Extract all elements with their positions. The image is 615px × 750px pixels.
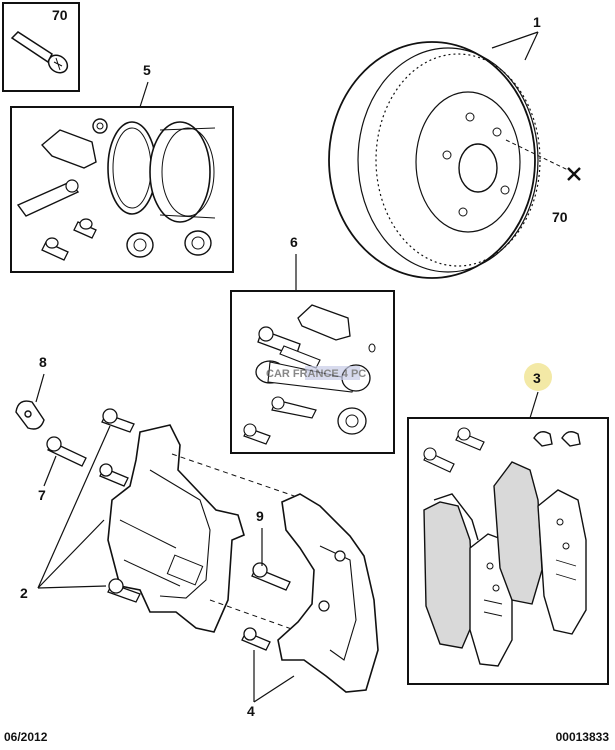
part-70-box: 70: [2, 2, 80, 92]
callout-70-top: 70: [52, 7, 68, 23]
callout-70-right: 70: [552, 209, 568, 225]
footer-date: 06/2012: [4, 730, 48, 744]
callout-4: 4: [247, 703, 255, 719]
caliper-body-2: [107, 424, 245, 633]
part-3-box: [407, 417, 609, 685]
brake-pad-4: [537, 489, 587, 635]
clip-8: [15, 400, 45, 430]
callout-1: 1: [533, 14, 541, 30]
callout-5: 5: [143, 62, 151, 78]
brake-disc-1: [328, 41, 541, 279]
part-5-box: [10, 106, 234, 273]
cross-marker-70: [567, 167, 581, 181]
svg-text:CAR FRANCE 4 PC: CAR FRANCE 4 PC: [266, 368, 366, 380]
callout-8: 8: [39, 354, 47, 370]
bracket-bolts: [241, 562, 291, 651]
screw-70: [10, 31, 69, 74]
bolt-7: [46, 436, 87, 467]
footer-reference: 00013833: [555, 730, 609, 744]
callout-9: 9: [256, 508, 264, 524]
callout-6: 6: [290, 234, 298, 250]
watermark: CAR FRANCE 4 PC: [266, 366, 366, 380]
callout-3: 3: [533, 370, 541, 386]
callout-2: 2: [20, 585, 28, 601]
callout-7: 7: [38, 487, 46, 503]
caliper-bolts: [99, 408, 141, 603]
callout-3-highlight: [524, 363, 552, 391]
caliper-bracket-4: [277, 493, 379, 693]
